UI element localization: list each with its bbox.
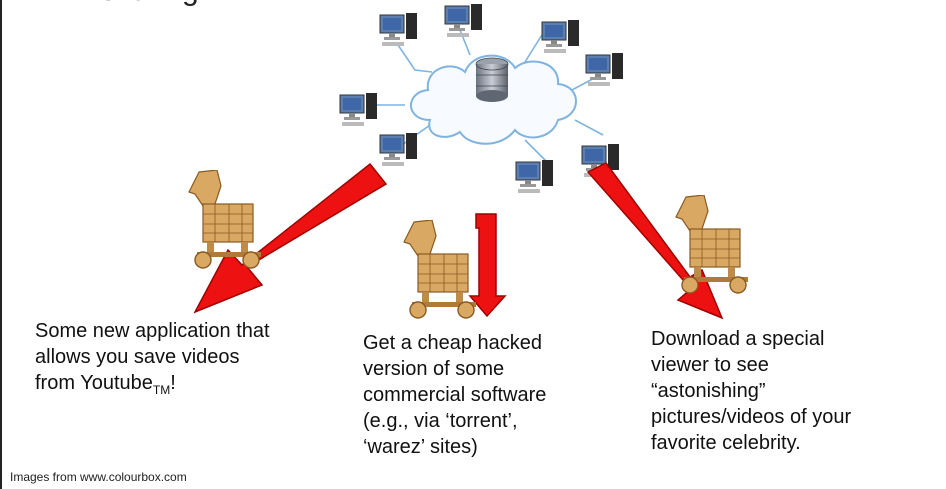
caption-right-line2: viewer to see <box>651 354 769 376</box>
caption-left-line1: Some new application that <box>35 320 270 342</box>
caption-right-line3: “astonishing” <box>651 380 766 402</box>
caption-right: Download a special viewer to see “astoni… <box>651 326 851 456</box>
trademark-subscript: TM <box>152 383 171 397</box>
trojan-horse-icon <box>675 195 748 294</box>
caption-left-line3: from YoutubeTM! <box>35 370 270 403</box>
caption-left-line2: allows you save videos <box>35 346 240 368</box>
caption-middle-line4: (e.g., via ‘torrent’, <box>363 410 518 432</box>
cloud-server-network-icon <box>339 3 624 194</box>
slide-title-partial: … sharing <box>62 0 199 8</box>
left-arrow <box>193 162 388 314</box>
caption-middle-line2: version of some <box>363 358 505 380</box>
caption-middle-line1: Get a cheap hacked <box>363 332 543 354</box>
caption-left: Some new application that allows you sav… <box>35 318 270 403</box>
caption-middle: Get a cheap hacked version of some comme… <box>363 330 546 460</box>
caption-middle-line5: ‘warez’ sites) <box>363 436 478 458</box>
middle-arrow <box>468 213 507 318</box>
caption-right-line1: Download a special <box>651 328 825 350</box>
left-border-line <box>0 0 2 489</box>
image-credit: Images from www.colourbox.com <box>10 470 187 484</box>
caption-right-line4: pictures/videos of your <box>651 406 852 428</box>
trojan-horse-icon <box>188 170 261 269</box>
caption-left-line3-post: ! <box>170 372 176 394</box>
caption-left-line3-pre: from Youtube <box>35 372 153 394</box>
trojan-horse-icon <box>403 220 476 319</box>
caption-right-line5: favorite celebrity. <box>651 432 801 454</box>
caption-middle-line3: commercial software <box>363 384 547 406</box>
